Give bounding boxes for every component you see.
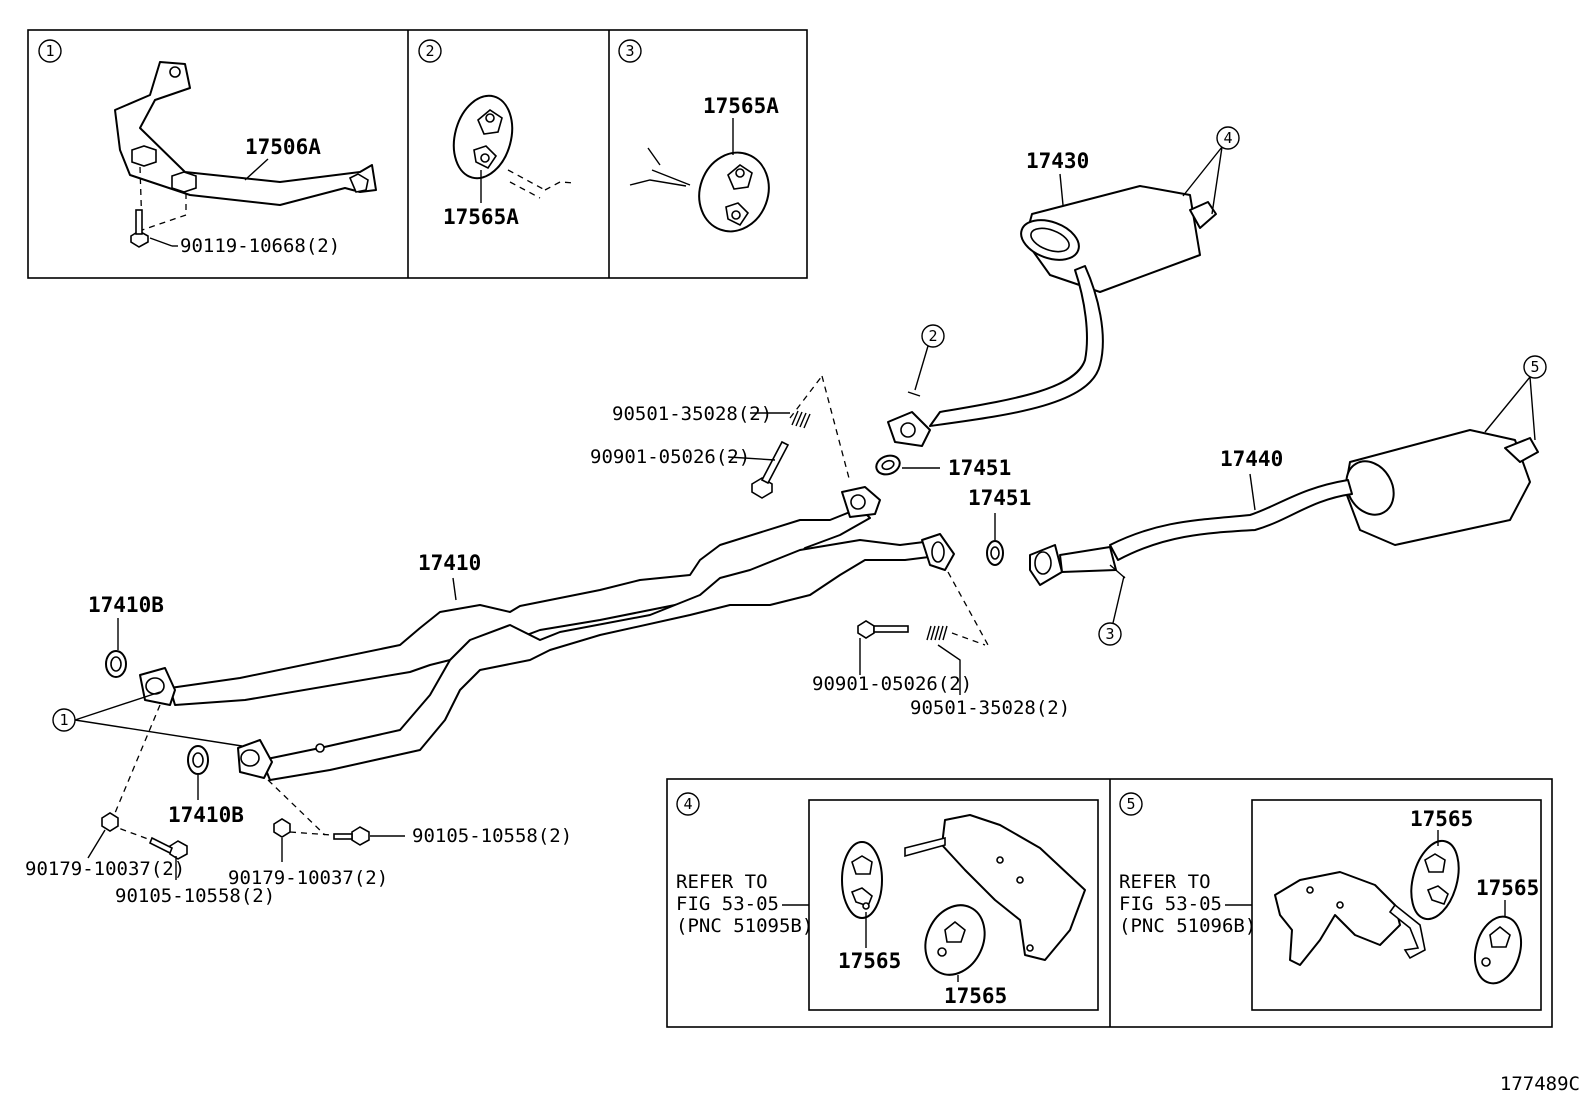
spring-90501-lower-drawing <box>926 625 948 641</box>
bolt-90901-upper-drawing <box>751 440 790 499</box>
inset-4-refer-line-1: REFER TO <box>676 871 768 893</box>
label-90901-lower: 90901-05026(2) <box>812 673 972 695</box>
gasket-17451-b-drawing <box>986 540 1004 566</box>
label-17565-inset5-b: 17565 <box>1476 876 1539 900</box>
nut-90179-left-drawing <box>101 812 119 832</box>
spring-90501-upper-drawing <box>791 410 811 429</box>
label-90501-lower: 90501-35028(2) <box>910 697 1070 719</box>
label-90119-10668: 90119-10668(2) <box>180 235 340 257</box>
callout-3: 3 <box>1105 625 1114 643</box>
label-17451-a: 17451 <box>948 456 1011 480</box>
callout-1: 1 <box>59 711 68 729</box>
front-pipe-17410-drawing <box>139 486 955 781</box>
inset-4-refer-line-3: (PNC 51095B) <box>676 915 813 937</box>
inset-5-bracket-drawing <box>1274 871 1426 966</box>
label-17410B-upper: 17410B <box>88 593 164 617</box>
label-17565-inset4-a: 17565 <box>838 949 901 973</box>
gasket-17451-a-drawing <box>875 454 901 476</box>
inset-5-hanger-a-drawing <box>1410 839 1460 921</box>
label-17410: 17410 <box>418 551 481 575</box>
inset-frame-top <box>27 29 808 279</box>
center-muffler-17430-drawing <box>887 185 1217 447</box>
callout-2: 2 <box>928 327 937 345</box>
inset-5: 5 REFER TO FIG 53-05 (PNC 51096B) 17565 … <box>1119 792 1539 985</box>
inset-2-number: 2 <box>425 42 434 60</box>
label-17451-b: 17451 <box>968 486 1031 510</box>
label-90501-upper: 90501-35028(2) <box>612 403 772 425</box>
label-90105-left: 90105-10558(2) <box>115 885 275 907</box>
inset-4-number: 4 <box>683 795 692 813</box>
hanger-17565A-drawing-b <box>698 151 770 233</box>
label-17440: 17440 <box>1220 447 1283 471</box>
callout-4: 4 <box>1223 129 1232 147</box>
inset-4-hanger-a-drawing <box>841 841 883 919</box>
label-90179-left: 90179-10037(2) <box>25 858 185 880</box>
label-90179-right: 90179-10037(2) <box>228 867 388 889</box>
inset-4-bracket-drawing <box>904 814 1086 961</box>
bolt-90105-right-drawing <box>333 826 370 846</box>
hanger-17565A-drawing-a <box>452 94 514 180</box>
label-90105-right: 90105-10558(2) <box>412 825 572 847</box>
label-17565A-inset2: 17565A <box>443 205 519 229</box>
inset-5-refer-line-1: REFER TO <box>1119 871 1211 893</box>
bolt-90119-drawing <box>130 209 149 248</box>
gasket-17410B-upper-drawing <box>105 650 127 678</box>
nut-90179-right-drawing <box>273 818 291 838</box>
inset-5-number: 5 <box>1126 795 1135 813</box>
bolt-90901-lower-drawing <box>857 620 909 639</box>
inset-5-hanger-b-drawing <box>1473 915 1523 985</box>
inset-3-number: 3 <box>625 42 634 60</box>
inset-1: 1 17506A 90119-10668(2) <box>38 39 377 257</box>
label-90901-upper: 90901-05026(2) <box>590 446 750 468</box>
inset-5-refer-line-3: (PNC 51096B) <box>1119 915 1256 937</box>
label-17565-inset5-a: 17565 <box>1410 807 1473 831</box>
inset-2: 2 17565A <box>418 39 576 229</box>
inset-4: 4 REFER TO FIG 53-05 (PNC 51095B) 17565 … <box>676 792 1086 1008</box>
inset-5-refer-line-2: FIG 53-05 <box>1119 893 1222 915</box>
gasket-17410B-lower-drawing <box>187 745 209 775</box>
inset-1-number: 1 <box>45 42 54 60</box>
label-17565-inset4-b: 17565 <box>944 984 1007 1008</box>
figure-id: 177489C <box>1500 1073 1580 1095</box>
bolt-90105-left-drawing <box>148 836 188 860</box>
callout-5: 5 <box>1530 358 1539 376</box>
label-17565A-inset3: 17565A <box>703 94 779 118</box>
label-17506A: 17506A <box>245 135 321 159</box>
label-17410B-lower: 17410B <box>168 803 244 827</box>
label-17430: 17430 <box>1026 149 1089 173</box>
tail-pipe-17440-drawing <box>1029 429 1539 586</box>
inset-3: 3 17565A <box>618 39 779 233</box>
inset-4-hanger-b-drawing <box>924 904 986 976</box>
support-bracket-drawing <box>114 61 377 206</box>
inset-4-refer-line-2: FIG 53-05 <box>676 893 779 915</box>
